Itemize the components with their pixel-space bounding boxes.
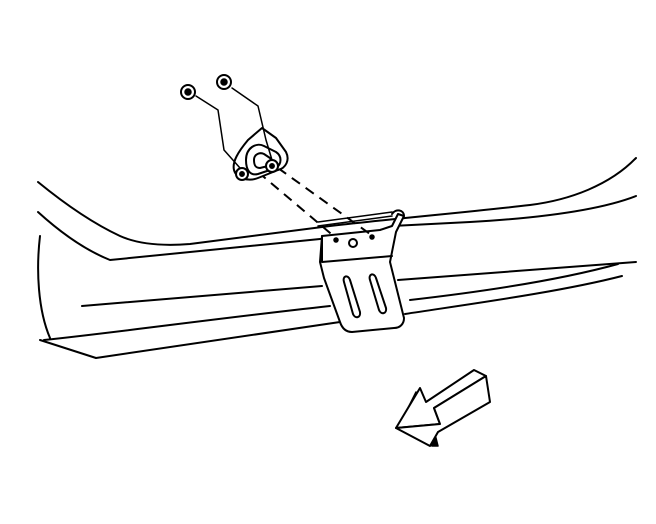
- panel-middle-line-left: [81, 285, 323, 307]
- bolt-leader-left: [195, 95, 241, 169]
- slotted-bracket-fold: [321, 235, 393, 263]
- bolt-leader-right: [231, 87, 273, 161]
- panel-seam-2: [317, 215, 393, 227]
- bolt-head-right-center: [220, 78, 228, 86]
- panel-lower-line-b-right: [404, 275, 623, 315]
- panel-lower-line-a: [43, 305, 331, 341]
- bracket-hole-left: [333, 237, 339, 243]
- bolts: [180, 74, 273, 169]
- bracket-hole-center: [348, 238, 358, 248]
- alignment-guide-right: [277, 167, 371, 235]
- mounting-bracket-with-slots: [319, 209, 405, 333]
- arrow-left-down-icon: [395, 369, 491, 447]
- panel-seam: [317, 211, 393, 223]
- slotted-bracket-plate: [319, 213, 405, 333]
- upper-bracket-hole-left: [239, 171, 245, 177]
- panel-left-arch: [37, 235, 51, 339]
- panel-top-edge: [37, 157, 637, 246]
- bracket-hole-right: [369, 234, 375, 240]
- alignment-guide-left: [257, 171, 337, 239]
- bracket-slot-right: [368, 273, 388, 315]
- arrow-front-face: [395, 375, 491, 447]
- panel-lower-line-b: [95, 321, 341, 359]
- bolt-head-left-center: [184, 88, 192, 96]
- bolt-icon: [180, 84, 241, 169]
- panel-left-bottom-corner: [39, 339, 97, 359]
- bracket-slot-left: [342, 275, 362, 319]
- upper-bracket-hole-right: [269, 163, 275, 169]
- alignment-guides: [257, 167, 371, 239]
- vehicle-body-panel: [37, 157, 637, 359]
- panel-middle-line-right: [397, 261, 637, 281]
- panel-upper-inner-edge-right: [391, 195, 637, 227]
- panel-upper-inner-edge: [37, 211, 331, 261]
- panel-lower-line-a-right: [409, 263, 619, 301]
- upper-bracket: [232, 127, 289, 181]
- bolt-icon: [216, 74, 273, 161]
- bracket-hook: [391, 209, 405, 217]
